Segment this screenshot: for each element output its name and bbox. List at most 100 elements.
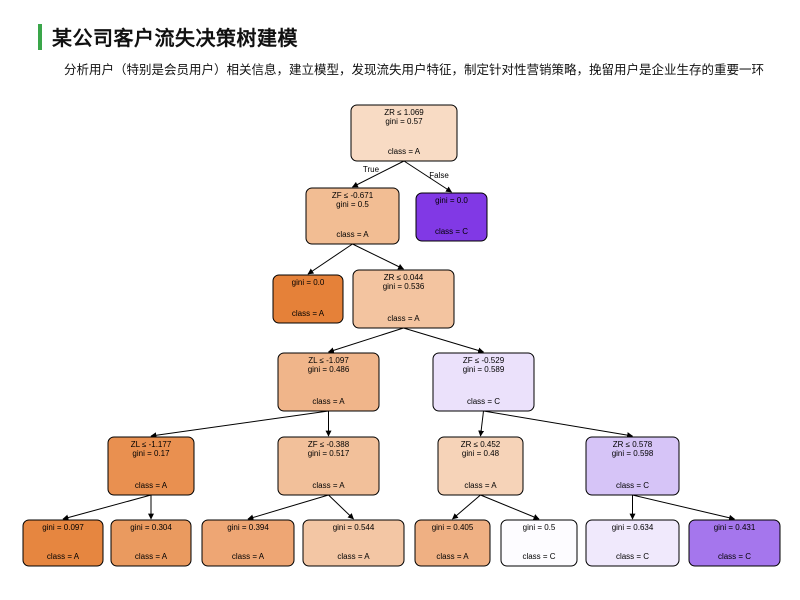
node-box [305,187,400,245]
node-class-label: class = A [135,481,168,490]
edge-n9-n15 [452,494,481,520]
edge-label-false: False [429,171,449,180]
edge-n4-n6 [403,327,485,354]
node-line: gini = 0.48 [462,449,500,458]
tree-node-n3: gini = 0.0 class = A [272,274,344,324]
node-line: ZR ≤ 0.452 [461,440,501,449]
node-box [110,519,192,567]
tree-node-n15: gini = 0.405 class = A [414,519,491,567]
edge-n7-n11 [62,494,152,521]
node-class-label: class = A [337,552,370,561]
node-line: gini = 0.0 [292,278,325,287]
title-accent-bar [38,24,42,50]
tree-node-n16: gini = 0.5 class = C [500,519,578,567]
node-box [277,436,380,496]
node-line: gini = 0.517 [308,449,350,458]
tree-node-n12: gini = 0.304 class = A [110,519,192,567]
edge-n0-n2 [403,160,453,193]
node-box [437,436,524,496]
edge-label-true: True [363,165,380,174]
edge-n9-n16 [480,494,540,520]
node-class-label: class = C [522,552,555,561]
node-line: ZR ≤ 1.069 [384,108,424,117]
node-line: ZL ≤ -1.097 [308,356,349,365]
tree-node-n17: gini = 0.634 class = C [585,519,680,567]
node-class-label: class = A [387,314,420,323]
node-box [415,192,488,242]
node-class-label: class = C [616,481,649,490]
node-line: gini = 0.5 [523,523,556,532]
node-line: ZR ≤ 0.044 [384,273,424,282]
node-box [352,269,455,329]
node-line: gini = 0.598 [612,449,654,458]
edge-n4-n5 [327,327,404,354]
node-class-label: class = A [312,481,345,490]
edge-n8-n13 [247,494,329,521]
node-line: gini = 0.431 [714,523,756,532]
node-box [22,519,104,567]
tree-node-n14: gini = 0.544 class = A [302,519,405,567]
node-line: ZL ≤ -1.177 [131,440,172,449]
node-line: gini = 0.304 [130,523,172,532]
node-line: gini = 0.394 [227,523,269,532]
edge-n6-n10 [483,410,634,439]
node-class-label: class = A [232,552,265,561]
node-line: gini = 0.17 [132,449,170,458]
edge-n1-n4 [352,243,405,270]
node-line: gini = 0.634 [612,523,654,532]
tree-node-n18: gini = 0.431 class = C [688,519,781,567]
node-box [277,352,380,412]
node-class-label: class = C [616,552,649,561]
node-class-label: class = A [312,397,345,406]
edge-n6-n9 [478,410,485,437]
node-box [688,519,781,567]
node-box [585,519,680,567]
node-line: ZF ≤ -0.388 [308,440,350,449]
edge-n5-n7 [150,410,329,439]
node-class-label: class = A [388,147,421,156]
node-box [302,519,405,567]
node-box [585,436,680,496]
node-class-label: class = A [464,481,497,490]
node-line: gini = 0.589 [463,365,505,374]
node-class-label: class = A [436,552,469,561]
node-line: gini = 0.0 [435,196,468,205]
node-line: gini = 0.544 [333,523,375,532]
node-class-label: class = C [435,227,468,236]
edge-n0-n1 [351,160,405,188]
node-line: gini = 0.57 [385,117,423,126]
node-box [201,519,295,567]
node-box [272,274,344,324]
tree-node-n2: gini = 0.0 class = C [415,192,488,242]
edge-n1-n3 [307,243,353,275]
node-line: ZF ≤ -0.671 [332,191,374,200]
node-line: gini = 0.405 [432,523,474,532]
node-box [107,436,195,496]
edge-n10-n18 [632,494,736,521]
node-line: gini = 0.536 [383,282,425,291]
tree-node-n13: gini = 0.394 class = A [201,519,295,567]
node-box [432,352,535,412]
node-line: gini = 0.097 [42,523,84,532]
node-line: gini = 0.5 [336,200,369,209]
node-class-label: class = A [135,552,168,561]
node-class-label: class = A [292,309,325,318]
edge-n8-n14 [328,494,354,520]
node-box [350,104,458,162]
node-class-label: class = C [718,552,751,561]
node-class-label: class = A [336,230,369,239]
page-description: 分析用户（特别是会员用户）相关信息，建立模型，发现流失用户特征，制定针对性营销策… [64,62,765,77]
